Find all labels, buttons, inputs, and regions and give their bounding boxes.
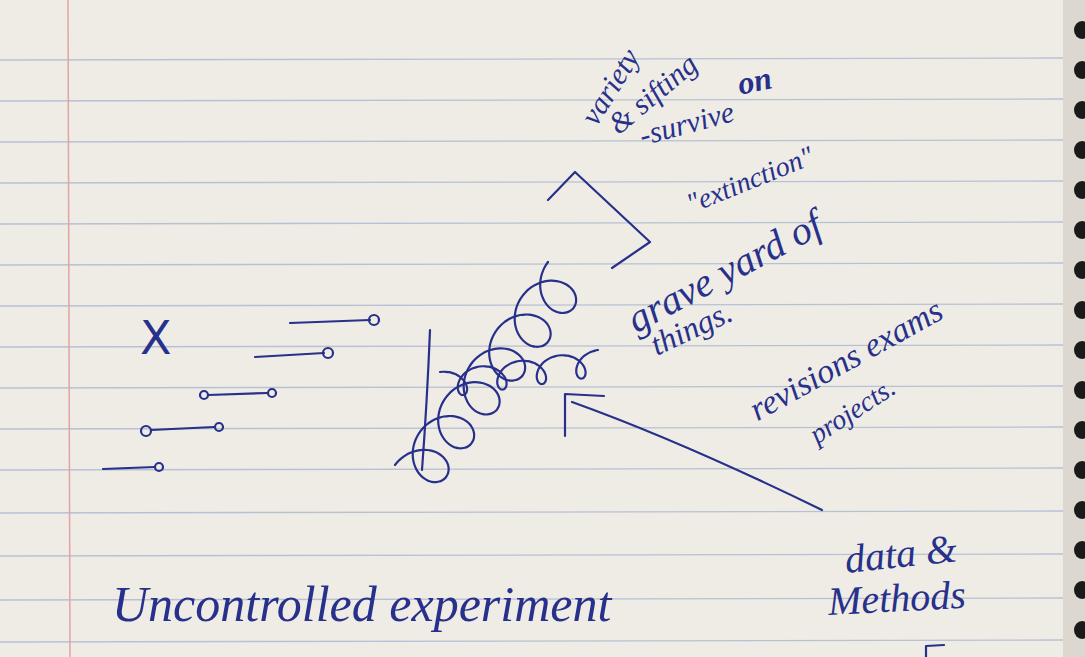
handwritten-note: on [735, 61, 775, 99]
dumbbell-strokes [103, 315, 379, 471]
spiral-loops [440, 350, 598, 395]
handwritten-note: "extinction" [683, 142, 818, 218]
ink-stroke [422, 330, 430, 470]
binding-holes [1074, 21, 1085, 639]
margin-line [68, 0, 70, 657]
ruled-lines [0, 58, 1065, 642]
arrowhead-bracket [548, 172, 650, 268]
handwritten-note: Methods [827, 575, 967, 622]
handwritten-note: Uncontrolled experiment [112, 579, 611, 629]
ink-sketch [103, 172, 944, 657]
arrow-head [565, 394, 604, 436]
cross-mark: X [140, 315, 172, 361]
pointer-arrow [572, 402, 822, 510]
ink-mark [926, 645, 944, 657]
handwritten-note: data & [843, 528, 959, 580]
spiral-loops [395, 262, 576, 482]
